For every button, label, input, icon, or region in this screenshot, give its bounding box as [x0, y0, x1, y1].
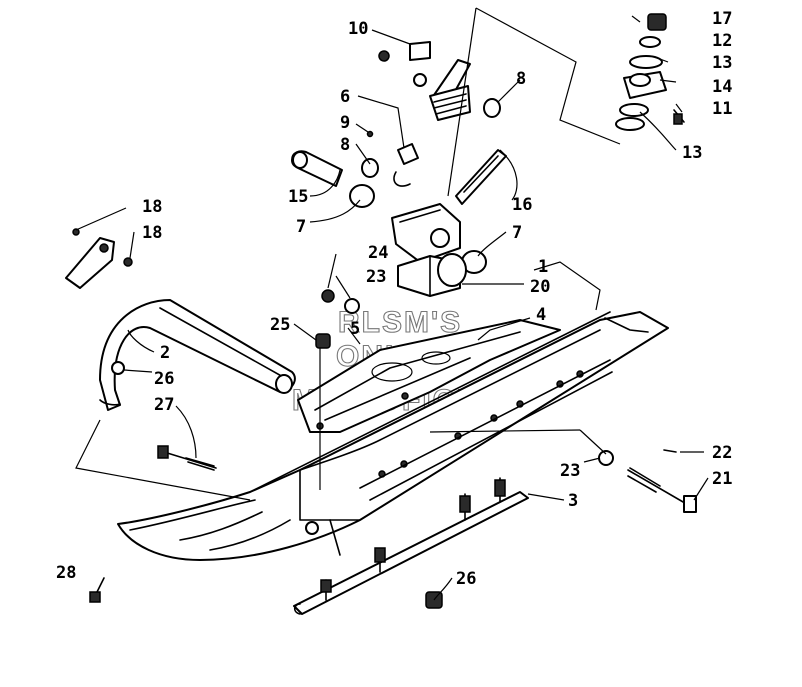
- callout-16: 16: [512, 195, 532, 215]
- leader-lines: [75, 7, 709, 601]
- callout-9: 9: [340, 113, 350, 133]
- callout-11: 11: [712, 99, 732, 119]
- callout-23b: 23: [560, 461, 580, 481]
- callout-15: 15: [288, 187, 308, 207]
- callout-12: 12: [712, 31, 732, 51]
- callout-18b: 18: [142, 223, 162, 243]
- callout-21: 21: [712, 469, 732, 489]
- callout-27: 27: [154, 395, 174, 415]
- callout-10: 10: [348, 19, 368, 39]
- callout-17: 17: [712, 9, 732, 29]
- callout-26a: 26: [154, 369, 174, 389]
- callout-8b: 8: [340, 135, 350, 155]
- callout-18a: 18: [142, 197, 162, 217]
- callout-7b: 7: [512, 223, 522, 243]
- spindle-bracket: [349, 184, 487, 297]
- callout-4: 4: [536, 305, 546, 325]
- callout-28: 28: [56, 563, 76, 583]
- callout-numbers: 1 2 3 4 5 6 7 7 8 8 9 10 11 12 13 13 14 …: [56, 9, 732, 589]
- callout-6: 6: [340, 87, 350, 107]
- callout-2: 2: [160, 343, 170, 363]
- callout-20: 20: [530, 277, 550, 297]
- callout-3: 3: [568, 491, 578, 511]
- callout-26b: 26: [456, 569, 476, 589]
- ski-handle: [99, 299, 296, 411]
- callout-24: 24: [368, 243, 388, 263]
- wear-bar: [293, 477, 529, 615]
- callout-13b: 13: [682, 143, 702, 163]
- callout-22: 22: [712, 443, 732, 463]
- callout-23a: 23: [366, 267, 386, 287]
- callout-8a: 8: [516, 69, 526, 89]
- bracket-18: [65, 228, 133, 289]
- callout-1: 1: [538, 257, 548, 277]
- upper-components: [291, 41, 507, 205]
- callout-25: 25: [270, 315, 290, 335]
- callout-13a: 13: [712, 53, 732, 73]
- top-right-stack: [615, 13, 685, 131]
- ski-body: [117, 311, 669, 561]
- callout-7a: 7: [296, 217, 306, 237]
- callout-14: 14: [712, 77, 732, 97]
- callout-5: 5: [350, 319, 360, 339]
